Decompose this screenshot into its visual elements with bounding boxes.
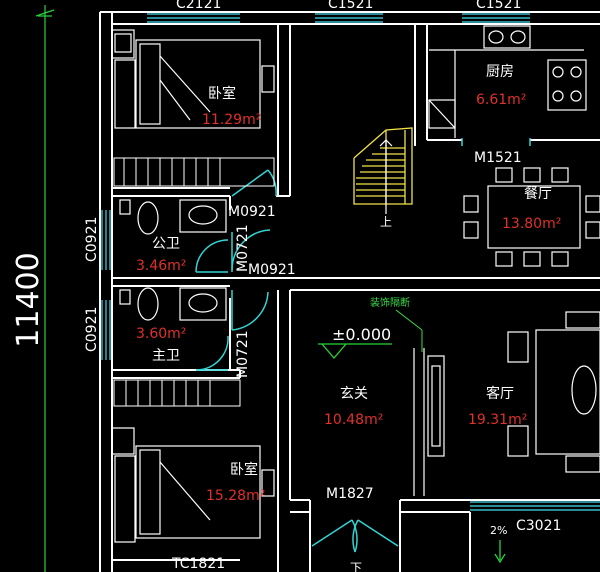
room-area-kitchen: 6.61m² — [476, 92, 526, 108]
dimension-line — [35, 5, 55, 572]
tv-cabinet — [427, 355, 445, 457]
room-name-entrance: 玄关 — [340, 385, 368, 402]
room-name-living: 客厅 — [486, 385, 514, 402]
room-area-dining: 13.80m² — [502, 216, 561, 232]
label-c3021: C3021 — [516, 518, 561, 534]
walls — [99, 11, 600, 572]
label-c1521-b: C1521 — [476, 0, 521, 12]
label-m1521: M1521 — [474, 150, 522, 166]
label-m0921-a: M0921 — [228, 204, 276, 220]
doors — [195, 138, 531, 553]
label-m0721-a: M0721 — [235, 224, 251, 272]
label-tc1821: TC1821 — [171, 556, 225, 572]
sofa-set — [507, 311, 600, 473]
opening-labels: C2121 C1521 C1521 M1521 M0921 M0921 M182… — [84, 0, 561, 572]
room-area-bedroom-top: 11.29m² — [202, 112, 261, 128]
room-name-master-bath: 主卫 — [152, 348, 180, 364]
label-m1827: M1827 — [326, 486, 374, 502]
slope-arrow — [494, 540, 506, 564]
bed-bottom — [111, 427, 275, 543]
windows — [101, 13, 600, 511]
wardrobe-bottom — [113, 379, 241, 407]
room-area-bedroom-bottom: 15.28m² — [206, 488, 265, 504]
stair-arrow — [379, 139, 393, 214]
room-area-public-bath: 3.46m² — [136, 258, 186, 274]
kitchen-counter — [428, 25, 587, 138]
level-label: ±0.000 — [332, 325, 391, 344]
down-label: 下 — [350, 561, 362, 572]
bathroom-fixtures — [119, 199, 227, 321]
slope-label: 2% — [490, 524, 507, 537]
label-c0921-b: C0921 — [84, 307, 100, 352]
level-marker — [318, 343, 392, 359]
room-name-dining: 餐厅 — [524, 186, 552, 202]
label-m0721-b: M0721 — [235, 330, 251, 378]
room-area-entrance: 10.48m² — [324, 412, 383, 428]
partition — [413, 348, 425, 496]
dimension-total-label: 11400 — [11, 252, 46, 347]
annotations: 上 ±0.000 装饰隔断 2% 下 — [332, 215, 507, 572]
staircase — [353, 127, 413, 205]
stair-up-label: 上 — [380, 215, 392, 229]
dining-table — [463, 167, 600, 267]
label-c1521-a: C1521 — [328, 0, 373, 12]
label-c2121: C2121 — [176, 0, 221, 12]
room-area-living: 19.31m² — [468, 412, 527, 428]
room-labels: 卧室 11.29m² 厨房 6.61m² 餐厅 13.80m² 公卫 3.46m… — [136, 64, 561, 504]
label-m0921-b: M0921 — [248, 262, 296, 278]
room-area-master-bath: 3.60m² — [136, 326, 186, 342]
room-name-bedroom-top: 卧室 — [208, 85, 236, 102]
wardrobe-top — [113, 157, 275, 187]
label-c0921-a: C0921 — [84, 217, 100, 262]
room-name-bedroom-bottom: 卧室 — [230, 461, 258, 478]
partition-leader — [395, 309, 423, 352]
room-name-kitchen: 厨房 — [486, 64, 514, 80]
room-name-public-bath: 公卫 — [152, 236, 180, 252]
bed-top — [111, 29, 275, 129]
partition-label: 装饰隔断 — [370, 296, 410, 309]
